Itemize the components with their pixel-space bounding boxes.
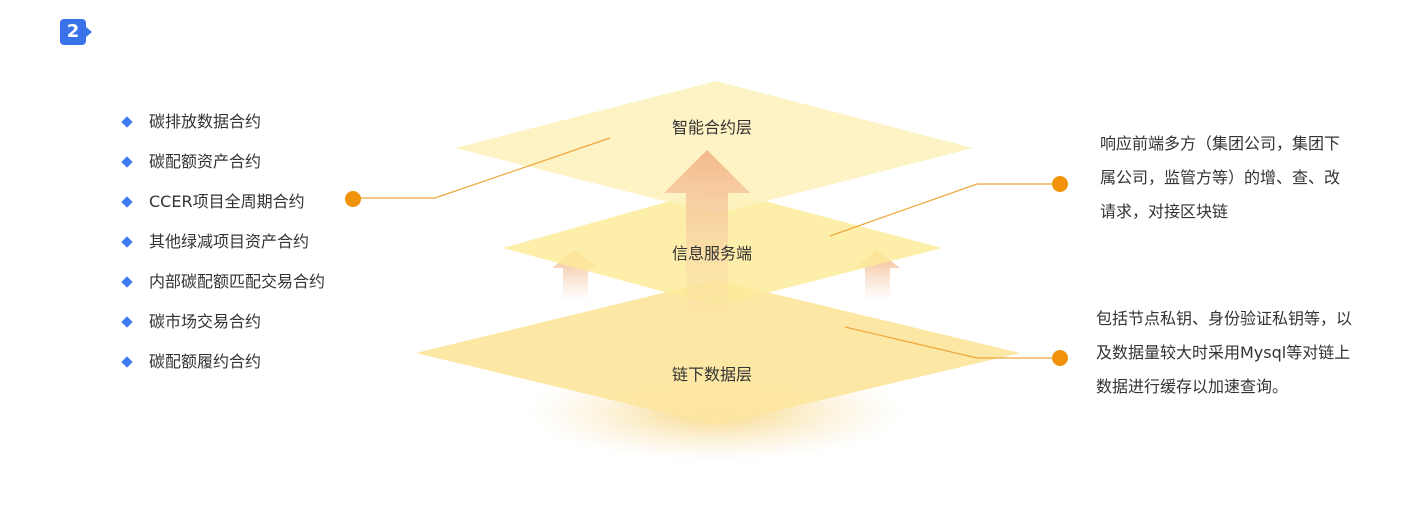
list-item: 碳排放数据合约 [120, 102, 325, 142]
contract-label: 碳配额资产合约 [149, 152, 262, 171]
contract-label: CCER项目全周期合约 [149, 192, 305, 211]
bottom-layer-label: 链下数据层 [671, 365, 753, 384]
list-item: 其他绿减项目资产合约 [120, 222, 325, 262]
connector-line-left [353, 137, 611, 199]
connector-dot-middle [1052, 176, 1068, 192]
bottom-layer-plane [416, 280, 1020, 425]
top-layer-label: 智能合约层 [671, 118, 753, 137]
top-layer-plane [455, 81, 973, 214]
list-item: CCER项目全周期合约 [120, 182, 325, 222]
list-item: 碳配额资产合约 [120, 142, 325, 182]
bottom-layer-description: 包括节点私钥、身份验证私钥等，以及数据量较大时采用Mysql等对链上数据进行缓存… [1096, 309, 1353, 396]
list-item: 碳配额履约合约 [120, 342, 325, 382]
connector-dot-bottom [1052, 350, 1068, 366]
connector-dot-left [345, 191, 361, 207]
connector-line-middle [829, 183, 1060, 237]
list-item: 内部碳配额匹配交易合约 [120, 262, 325, 302]
step-badge: 2 [60, 19, 92, 45]
big-up-arrow [664, 150, 750, 330]
contract-label: 碳排放数据合约 [149, 112, 262, 131]
contract-label: 碳配额履约合约 [149, 352, 262, 371]
contract-label: 内部碳配额匹配交易合约 [149, 272, 326, 291]
contract-label: 碳市场交易合约 [149, 312, 262, 331]
contract-label: 其他绿减项目资产合约 [149, 232, 310, 251]
middle-layer-label: 信息服务端 [671, 244, 753, 263]
list-item: 碳市场交易合约 [120, 302, 325, 342]
contract-list: 碳排放数据合约 碳配额资产合约 CCER项目全周期合约 其他绿减项目资产合约 内… [120, 102, 325, 382]
connector-line-bottom [844, 326, 1060, 359]
middle-layer-description: 响应前端多方（集团公司，集团下属公司，监管方等）的增、查、改请求，对接区块链 [1100, 134, 1341, 221]
